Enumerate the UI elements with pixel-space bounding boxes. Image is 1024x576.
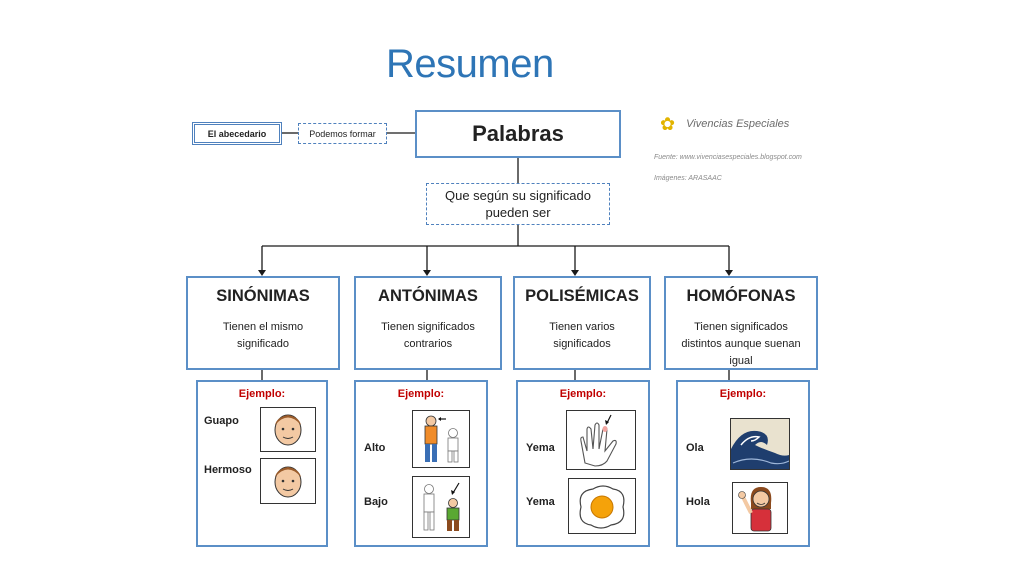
example-word-1: Guapo	[204, 415, 239, 427]
example-word-1: Alto	[364, 442, 386, 454]
happy-face-icon	[260, 407, 316, 452]
example-word-2: Yema	[526, 496, 555, 508]
category-title: ANTÓNIMAS	[378, 287, 478, 305]
example-word-1: Yema	[526, 442, 555, 454]
tall-person-icon	[412, 410, 470, 468]
example-label: Ejemplo:	[238, 388, 286, 400]
category-sinonimas: SINÓNIMAS Tienen el mismo significado	[186, 276, 340, 370]
category-description: Tienen significados contrarios	[381, 321, 475, 350]
question-box: Que según su significado pueden ser	[426, 183, 610, 225]
category-title: HOMÓFONAS	[686, 287, 796, 305]
example-word-2: Bajo	[364, 496, 388, 508]
example-word-2: Hermoso	[204, 464, 252, 476]
slide-title: Resumen	[386, 42, 554, 86]
example-word-1: Ola	[686, 442, 704, 454]
palabras-box: Palabras	[415, 110, 621, 158]
short-person-icon	[412, 476, 470, 538]
example-label: Ejemplo:	[397, 388, 445, 400]
waving-girl-icon	[732, 482, 788, 534]
example-polisemicas: Ejemplo: Yema Yema	[516, 380, 650, 547]
example-sinonimas: Ejemplo: Guapo Hermoso	[196, 380, 328, 547]
abecedario-box: El abecedario	[192, 122, 282, 145]
category-title: POLISÉMICAS	[525, 287, 639, 305]
category-antonimas: ANTÓNIMAS Tienen significados contrarios	[354, 276, 502, 370]
logo-text: Vivencias Especiales	[686, 118, 790, 130]
category-title: SINÓNIMAS	[216, 287, 310, 305]
category-homofonas: HOMÓFONAS Tienen significados distintos …	[664, 276, 818, 370]
happy-face-icon	[260, 458, 316, 504]
example-word-2: Hola	[686, 496, 710, 508]
category-description: Tienen varios significados	[549, 321, 615, 350]
podemos-formar-box: Podemos formar	[298, 123, 387, 144]
fingertip-icon	[566, 410, 636, 470]
example-homofonas: Ejemplo: Ola Hola	[676, 380, 810, 547]
source-credit: Fuente: www.vivenciasespeciales.blogspot…	[654, 154, 802, 161]
images-credit: Imágenes: ARASAAC	[654, 175, 722, 182]
flower-icon: ✿	[660, 114, 676, 134]
logo: ✿ Vivencias Especiales	[660, 114, 789, 135]
example-label: Ejemplo:	[719, 388, 767, 400]
category-description: Tienen el mismo significado	[222, 321, 304, 350]
category-polisemicas: POLISÉMICAS Tienen varios significados	[513, 276, 651, 370]
category-description: Tienen significados distintos aunque sue…	[681, 321, 801, 367]
example-antonimas: Ejemplo: Alto Bajo	[354, 380, 488, 547]
example-label: Ejemplo:	[559, 388, 607, 400]
wave-icon	[730, 418, 790, 470]
fried-egg-icon	[568, 478, 636, 534]
